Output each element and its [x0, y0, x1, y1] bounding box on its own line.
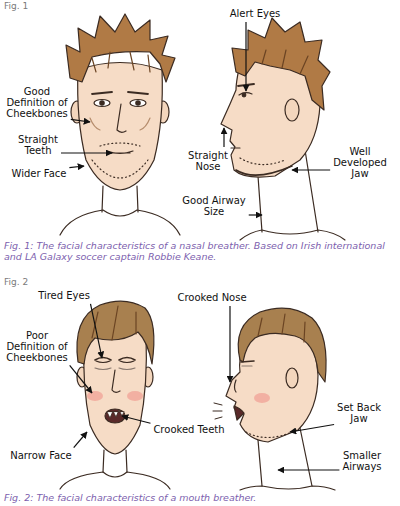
- feature-label: Good Definition of Cheekbones: [4, 86, 70, 119]
- nasal-breather-profile: [221, 18, 345, 240]
- leader-arrow: [122, 416, 150, 423]
- feature-label: Straight Teeth: [8, 134, 68, 156]
- feature-label: Well Developed Jaw: [328, 146, 392, 179]
- nasal-breather-front-part: [92, 52, 150, 72]
- feature-label: Good Airway Size: [182, 195, 246, 217]
- nasal-breather-front: [60, 14, 180, 235]
- mouth-breather-front-part: [127, 391, 143, 401]
- nasal-breather-front-part: [92, 160, 148, 178]
- leader-arrow: [292, 169, 330, 170]
- mouth-breather-profile-part: [235, 380, 237, 392]
- feature-label: Narrow Face: [8, 450, 74, 461]
- feature-label: Smaller Airways: [330, 450, 394, 472]
- feature-label: Crooked Teeth: [148, 424, 230, 435]
- feature-label: Alert Eyes: [220, 8, 290, 19]
- nasal-breather-front-part: [130, 100, 146, 107]
- leader-arrow: [69, 166, 84, 168]
- mouth-breather-profile-part: [241, 361, 254, 362]
- nasal-breather-front-part: [60, 210, 180, 235]
- mouth-breather-profile-part: [254, 393, 270, 403]
- mouth-breather-front-part: [77, 301, 154, 364]
- nasal-breather-front-part: [94, 100, 110, 107]
- mouth-breather-profile-part: [238, 308, 326, 382]
- nasal-breather-profile-part: [285, 99, 299, 121]
- nasal-breather-profile-part: [232, 18, 330, 110]
- mouth-breather-front-part: [92, 306, 136, 340]
- mouth-breather-profile-part: [242, 365, 252, 366]
- nasal-breather-front-part: [92, 92, 148, 94]
- feature-label: Tired Eyes: [28, 290, 100, 301]
- leader-arrow: [245, 22, 246, 91]
- leader-arrow: [71, 119, 90, 122]
- figure-number: Fig. 1: [4, 2, 64, 12]
- nasal-breather-front-part: [117, 104, 126, 132]
- leader-arrow: [249, 214, 262, 215]
- nasal-breather-profile-part: [231, 147, 240, 148]
- feature-label: Wider Face: [8, 168, 70, 179]
- feature-label: Set Back Jaw: [330, 402, 388, 424]
- leader-arrow: [61, 152, 112, 153]
- mouth-breather-front-part: [60, 472, 170, 489]
- leader-arrow: [70, 365, 92, 393]
- nasal-breather-front-part: [66, 14, 175, 82]
- nasal-breather-profile-part: [262, 50, 308, 74]
- mouth-breather-front-part: [96, 361, 134, 363]
- mouth-breather-front-part: [95, 358, 135, 361]
- mouth-breather-front-part: [112, 370, 120, 392]
- figure-number: Fig. 2: [4, 278, 64, 288]
- mouth-breather-front-part: [84, 328, 147, 455]
- mouth-breather-profile-part: [234, 406, 244, 420]
- feature-label: Crooked Nose: [172, 292, 252, 303]
- feature-label: Straight Nose: [182, 150, 234, 172]
- nasal-breather-front-part: [136, 101, 140, 105]
- mouth-breather-profile-part: [286, 368, 298, 388]
- nasal-breather-profile-part: [242, 93, 246, 97]
- mouth-breather-profile-part: [240, 486, 335, 490]
- mouth-breather-front: [60, 301, 170, 489]
- leader-arrow: [278, 469, 339, 470]
- nasal-breather-front-part: [100, 101, 104, 105]
- feature-label: Poor Definition of Cheekbones: [4, 330, 70, 363]
- leader-arrow: [290, 425, 334, 432]
- mouth-breather-front-part: [87, 391, 103, 401]
- mouth-breather-front-part: [107, 410, 124, 418]
- nasal-breather-profile-part: [240, 230, 345, 240]
- mouth-breather-profile: [213, 308, 335, 490]
- figure-caption: Fig. 2: The facial characteristics of a …: [4, 492, 396, 503]
- nasal-breather-front-part: [78, 63, 163, 191]
- mouth-breather-profile-part: [213, 403, 222, 419]
- leader-arrow: [90, 304, 102, 358]
- nasal-breather-profile-part: [236, 166, 292, 175]
- mouth-breather-front-part: [95, 368, 135, 370]
- nasal-breather-front-part: [90, 118, 150, 130]
- figure-caption: Fig. 1: The facial characteristics of a …: [4, 240, 396, 263]
- leader-arrow: [223, 128, 224, 147]
- nasal-breather-profile-part: [240, 158, 285, 165]
- mouth-breather-profile-part: [258, 314, 305, 342]
- leader-arrow: [229, 306, 230, 382]
- nasal-breather-front-part: [100, 143, 140, 146]
- mouth-breather-profile-part: [246, 430, 296, 438]
- leader-arrow: [74, 432, 87, 448]
